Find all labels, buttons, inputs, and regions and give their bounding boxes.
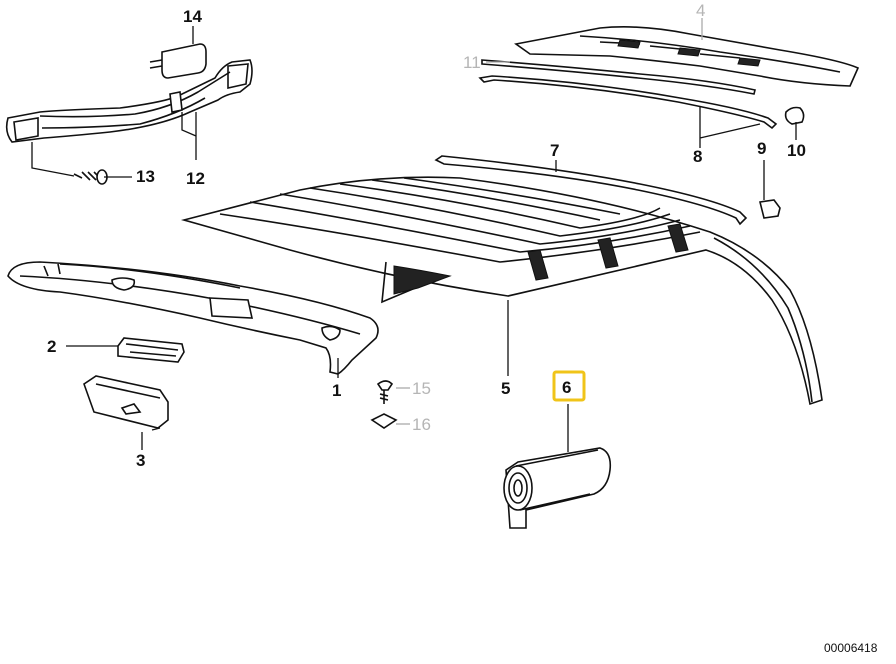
trim-strip-part [481, 59, 756, 95]
part-number-3[interactable]: 3 [136, 451, 145, 470]
part-number-15[interactable]: 15 [412, 379, 431, 398]
diagram-reference-number: 00006418 [824, 641, 878, 655]
screw-part-13 [73, 169, 108, 185]
part-number-12[interactable]: 12 [186, 169, 205, 188]
part-number-13[interactable]: 13 [136, 167, 155, 186]
part-number-11[interactable]: 11 [463, 53, 481, 72]
part-number-labels: 14 12 13 4 11 8 9 10 7 2 1 15 16 3 5 6 [47, 1, 806, 470]
part-number-9[interactable]: 9 [757, 139, 766, 158]
part-number-6[interactable]: 6 [562, 378, 571, 397]
plug-cover-part [149, 43, 207, 79]
leader-lines [31, 18, 797, 452]
rear-trim-panel-part [514, 26, 860, 87]
part-number-2[interactable]: 2 [47, 337, 56, 356]
part-number-10[interactable]: 10 [787, 141, 806, 160]
clip-nut-part-16 [370, 413, 398, 429]
part-number-7[interactable]: 7 [550, 141, 559, 160]
screw-part-15 [376, 380, 394, 404]
part-number-16[interactable]: 16 [412, 415, 431, 434]
part-number-1[interactable]: 1 [332, 381, 341, 400]
part-number-14[interactable]: 14 [183, 7, 202, 26]
seal-strip-part [478, 75, 778, 130]
clip-part-9 [759, 199, 781, 219]
roof-strip-part [434, 155, 748, 226]
material-roll-part [503, 447, 612, 529]
light-cover-part [83, 375, 169, 429]
headliner-part [180, 176, 823, 406]
grab-handle-part [5, 59, 253, 143]
light-lens-part [117, 337, 185, 363]
highlight-box-part-6 [552, 370, 586, 402]
part-number-4[interactable]: 4 [696, 1, 705, 20]
front-trim-part [7, 261, 379, 375]
part-number-5[interactable]: 5 [501, 379, 510, 398]
part-number-8[interactable]: 8 [693, 147, 702, 166]
clip-part-10 [784, 106, 805, 125]
